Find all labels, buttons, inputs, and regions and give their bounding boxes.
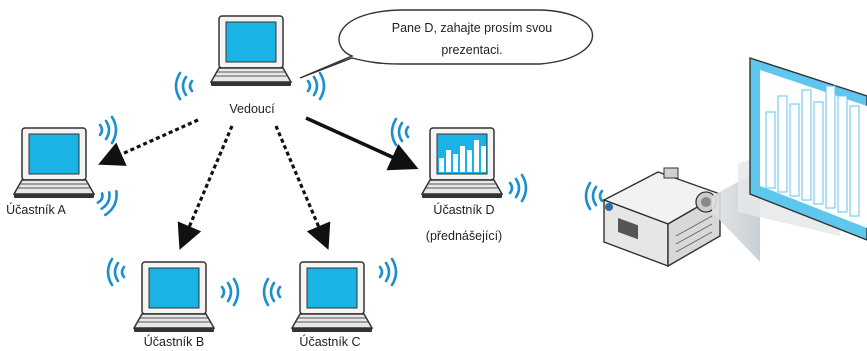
arrow-to-participant-b xyxy=(177,125,234,250)
participant-b-laptop xyxy=(106,257,240,333)
connection-arrows xyxy=(98,116,419,250)
arrow-to-participant-a xyxy=(98,118,199,166)
participant-d-label: Účastník D xyxy=(433,202,494,217)
leader-laptop xyxy=(174,15,326,101)
participant-d-role: (přednášející) xyxy=(426,229,502,243)
speech-bubble-line2: prezentaci. xyxy=(441,43,502,57)
projection-screen xyxy=(749,57,867,241)
bar-chart-icon xyxy=(439,140,486,172)
participant-c-label: Účastník C xyxy=(299,334,360,349)
speech-bubble-line1: Pane D, zahajte prosím svou xyxy=(392,21,553,35)
participant-c-laptop xyxy=(262,257,398,333)
projector-icon xyxy=(584,167,722,268)
participant-a-laptop xyxy=(13,115,122,218)
speech-bubble: Pane D, zahajte prosím svou prezentaci. xyxy=(299,9,594,79)
leader-label: Vedoucí xyxy=(229,102,275,116)
participant-d-laptop xyxy=(390,117,528,203)
participant-b-label: Účastník B xyxy=(144,334,204,349)
participant-a-label: Účastník A xyxy=(6,202,66,217)
arrow-to-participant-c xyxy=(274,125,331,250)
arrow-to-participant-d xyxy=(305,116,419,171)
